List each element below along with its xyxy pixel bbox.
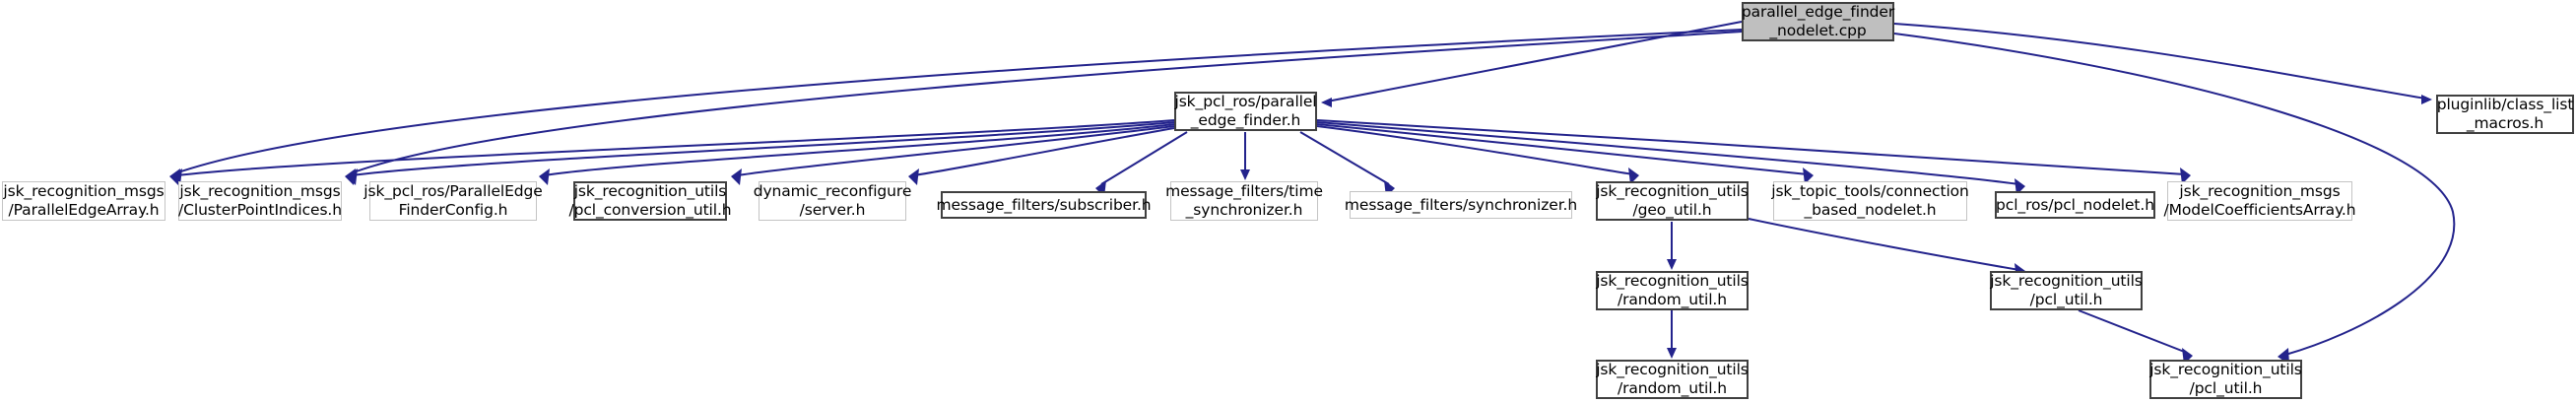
graph-edge: [1748, 218, 2020, 271]
graph-node-pcl_util_h_1[interactable]: jsk_recognition_utils /pcl_util.h: [1990, 271, 2143, 310]
graph-node-parallel_edge_array_h[interactable]: jsk_recognition_msgs /ParallelEdgeArray.…: [2, 181, 165, 221]
graph-edge: [1316, 123, 1809, 175]
graph-edge: [352, 121, 1175, 176]
graph-edge-arrowhead: [1667, 348, 1677, 359]
graph-node-dynamic_reconfigure_server_h[interactable]: dynamic_reconfigure /server.h: [753, 181, 912, 221]
graph-edge-arrowhead: [347, 168, 358, 185]
graph-edge: [1299, 131, 1390, 185]
graph-edge: [1326, 21, 1743, 102]
graph-edge: [350, 31, 1743, 174]
graph-edge-arrowhead: [731, 168, 742, 185]
graph-node-parallel_edge_finder_config_h[interactable]: jsk_pcl_ros/ParallelEdge FinderConfig.h: [363, 181, 543, 221]
graph-node-random_util_h_2[interactable]: jsk_recognition_utils /random_util.h: [1596, 360, 1749, 399]
graph-edge: [176, 119, 1175, 176]
graph-edge: [1893, 23, 2426, 100]
graph-node-pcl_conversion_util_h[interactable]: jsk_recognition_utils /pcl_conversion_ut…: [568, 181, 732, 221]
graph-node-random_util_h_1[interactable]: jsk_recognition_utils /random_util.h: [1596, 271, 1749, 310]
graph-edge: [1100, 131, 1188, 185]
graph-edge-arrowhead: [345, 168, 356, 185]
graph-edge: [1316, 121, 2020, 185]
graph-edge: [736, 125, 1175, 176]
graph-node-connection_based_nodelet_h[interactable]: jsk_topic_tools/connection _based_nodele…: [1771, 181, 1969, 221]
graph-node-pcl_ros_pcl_nodelet_h[interactable]: pcl_ros/pcl_nodelet.h: [1995, 191, 2155, 219]
graph-edge: [913, 127, 1175, 176]
graph-node-message_filters_subscriber_h[interactable]: message_filters/subscriber.h: [936, 191, 1152, 219]
graph-edge-arrowhead: [1667, 259, 1677, 270]
graph-edge: [1316, 119, 2186, 175]
graph-node-parallel_edge_finder_h[interactable]: jsk_pcl_ros/parallel _edge_finder.h: [1174, 92, 1317, 131]
graph-node-message_filters_synchronizer_h[interactable]: message_filters/synchronizer.h: [1345, 191, 1577, 219]
graph-node-root[interactable]: parallel_edge_finder _nodelet.cpp: [1741, 2, 1895, 41]
graph-edge-arrowhead: [1240, 169, 1250, 180]
graph-edge: [174, 29, 1743, 174]
graph-node-model_coefficients_array_h[interactable]: jsk_recognition_msgs /ModelCoefficientsA…: [2163, 181, 2356, 221]
graph-edge-arrowhead: [2421, 95, 2432, 104]
graph-node-pluginlib_class_list_macros_h[interactable]: pluginlib/class_list _macros.h: [2436, 95, 2574, 134]
graph-edge: [2078, 309, 2188, 354]
graph-node-geo_util_h[interactable]: jsk_recognition_utils /geo_util.h: [1596, 181, 1749, 221]
graph-node-message_filters_time_synchronizer_h[interactable]: message_filters/time _synchronizer.h: [1165, 181, 1323, 221]
graph-edge-arrowhead: [1321, 98, 1332, 107]
graph-edge: [544, 123, 1175, 176]
graph-node-pcl_util_h_2[interactable]: jsk_recognition_utils /pcl_util.h: [2149, 360, 2302, 399]
graph-edge: [1316, 125, 1634, 175]
graph-node-cluster_point_indices_h[interactable]: jsk_recognition_msgs /ClusterPointIndice…: [178, 181, 342, 221]
